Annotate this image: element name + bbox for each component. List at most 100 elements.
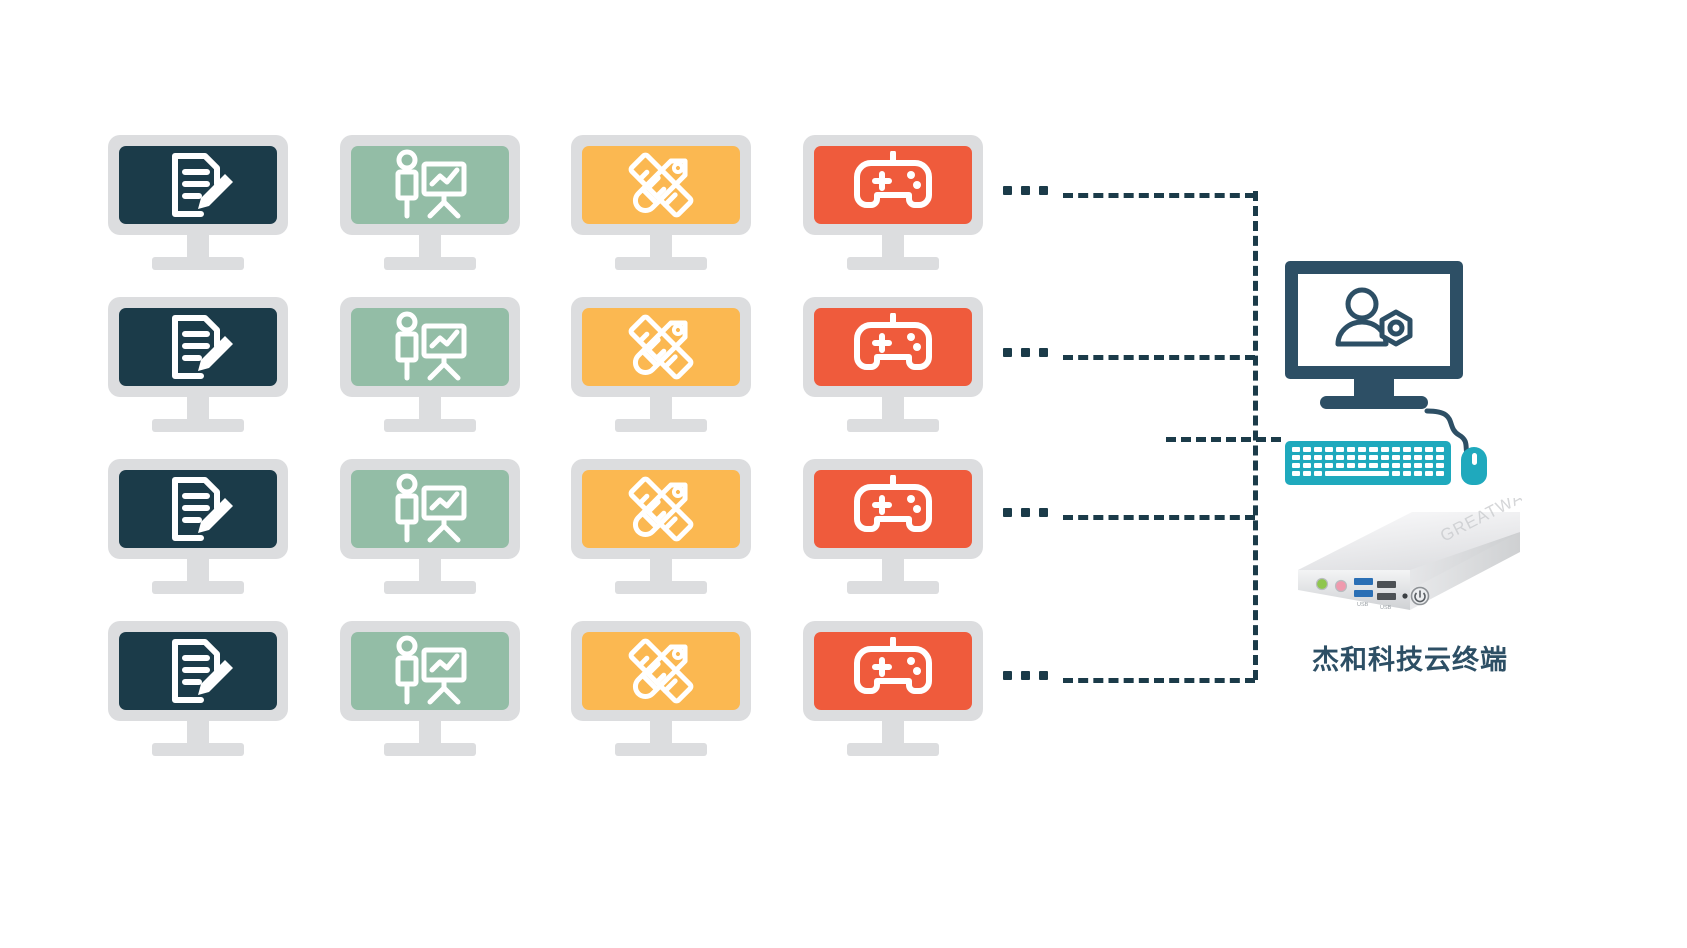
document-edit-icon bbox=[161, 472, 235, 546]
wire-trunk-vertical bbox=[1253, 191, 1258, 680]
client-monitor-document[interactable] bbox=[108, 297, 288, 432]
monitor-neck bbox=[419, 397, 441, 419]
mini-pc-device[interactable]: GREATWALL USB USB bbox=[1262, 478, 1546, 633]
monitor-neck bbox=[650, 235, 672, 257]
monitor-foot bbox=[615, 257, 707, 270]
pencil-ruler-icon bbox=[623, 633, 699, 709]
client-monitor-gaming[interactable] bbox=[803, 459, 983, 594]
monitor-neck bbox=[650, 721, 672, 743]
monitor-foot bbox=[384, 581, 476, 594]
client-monitor-gaming[interactable] bbox=[803, 297, 983, 432]
monitor-bezel bbox=[571, 621, 751, 721]
admin-workstation bbox=[1285, 261, 1487, 485]
wire-branch-row-1 bbox=[1063, 193, 1255, 198]
client-monitor-design[interactable] bbox=[571, 135, 751, 270]
client-monitor-gaming[interactable] bbox=[803, 135, 983, 270]
monitor-screen-presentation bbox=[351, 470, 509, 548]
monitor-foot bbox=[384, 743, 476, 756]
monitor-neck bbox=[187, 397, 209, 419]
monitor-neck bbox=[882, 721, 904, 743]
monitor-screen-design bbox=[582, 146, 740, 224]
admin-monitor[interactable] bbox=[1285, 261, 1463, 379]
monitor-bezel bbox=[340, 621, 520, 721]
gamepad-icon bbox=[851, 151, 935, 219]
monitor-bezel bbox=[108, 135, 288, 235]
monitor-bezel bbox=[803, 459, 983, 559]
mini-pc-caption: 杰和科技云终端 bbox=[1312, 645, 1508, 675]
admin-monitor-neck bbox=[1354, 379, 1394, 396]
ellipsis-row-4 bbox=[1003, 671, 1048, 680]
admin-mouse[interactable] bbox=[1461, 447, 1487, 485]
monitor-neck bbox=[187, 235, 209, 257]
presentation-chart-icon bbox=[390, 634, 470, 708]
monitor-foot bbox=[152, 743, 244, 756]
monitor-foot bbox=[615, 419, 707, 432]
monitor-foot bbox=[847, 419, 939, 432]
monitor-foot bbox=[384, 257, 476, 270]
monitor-bezel bbox=[340, 135, 520, 235]
monitor-screen-gaming bbox=[814, 146, 972, 224]
monitor-neck bbox=[882, 559, 904, 581]
monitor-screen-document bbox=[119, 146, 277, 224]
monitor-foot bbox=[152, 581, 244, 594]
pencil-ruler-icon bbox=[623, 309, 699, 385]
wire-branch-row-3 bbox=[1063, 515, 1255, 520]
monitor-screen-gaming bbox=[814, 470, 972, 548]
client-monitor-presentation[interactable] bbox=[340, 297, 520, 432]
client-monitor-design[interactable] bbox=[571, 459, 751, 594]
monitor-bezel bbox=[108, 459, 288, 559]
monitor-screen-presentation bbox=[351, 632, 509, 710]
presentation-chart-icon bbox=[390, 148, 470, 222]
client-monitor-document[interactable] bbox=[108, 459, 288, 594]
ellipsis-row-1 bbox=[1003, 186, 1048, 195]
client-monitor-gaming[interactable] bbox=[803, 621, 983, 756]
monitor-bezel bbox=[803, 297, 983, 397]
monitor-screen-design bbox=[582, 308, 740, 386]
monitor-foot bbox=[615, 743, 707, 756]
client-monitor-presentation[interactable] bbox=[340, 135, 520, 270]
client-monitor-document[interactable] bbox=[108, 621, 288, 756]
monitor-screen-presentation bbox=[351, 308, 509, 386]
client-monitor-design[interactable] bbox=[571, 621, 751, 756]
pencil-ruler-icon bbox=[623, 471, 699, 547]
user-gear-icon bbox=[1326, 282, 1422, 359]
admin-monitor-base bbox=[1320, 396, 1428, 409]
monitor-neck bbox=[419, 559, 441, 581]
monitor-screen-design bbox=[582, 632, 740, 710]
monitor-foot bbox=[152, 419, 244, 432]
wire-branch-row-2 bbox=[1063, 355, 1255, 360]
admin-keyboard[interactable] bbox=[1285, 441, 1451, 485]
gamepad-icon bbox=[851, 637, 935, 705]
pencil-ruler-icon bbox=[623, 147, 699, 223]
monitor-screen-document bbox=[119, 632, 277, 710]
monitor-bezel bbox=[571, 297, 751, 397]
document-edit-icon bbox=[161, 634, 235, 708]
monitor-bezel bbox=[803, 135, 983, 235]
client-monitor-presentation[interactable] bbox=[340, 459, 520, 594]
monitor-neck bbox=[187, 559, 209, 581]
client-monitor-presentation[interactable] bbox=[340, 621, 520, 756]
client-monitor-design[interactable] bbox=[571, 297, 751, 432]
svg-text:USB: USB bbox=[1380, 605, 1392, 611]
monitor-foot bbox=[615, 581, 707, 594]
monitor-neck bbox=[419, 721, 441, 743]
monitor-neck bbox=[882, 397, 904, 419]
monitor-foot bbox=[847, 581, 939, 594]
svg-text:USB: USB bbox=[1357, 602, 1369, 608]
monitor-screen-presentation bbox=[351, 146, 509, 224]
monitor-bezel bbox=[803, 621, 983, 721]
document-edit-icon bbox=[161, 310, 235, 384]
client-monitor-document[interactable] bbox=[108, 135, 288, 270]
monitor-neck bbox=[882, 235, 904, 257]
monitor-bezel bbox=[340, 297, 520, 397]
presentation-chart-icon bbox=[390, 472, 470, 546]
ellipsis-row-2 bbox=[1003, 348, 1048, 357]
monitor-screen-gaming bbox=[814, 308, 972, 386]
monitor-foot bbox=[152, 257, 244, 270]
monitor-bezel bbox=[340, 459, 520, 559]
monitor-bezel bbox=[571, 459, 751, 559]
monitor-bezel bbox=[108, 297, 288, 397]
monitor-bezel bbox=[571, 135, 751, 235]
monitor-neck bbox=[650, 397, 672, 419]
